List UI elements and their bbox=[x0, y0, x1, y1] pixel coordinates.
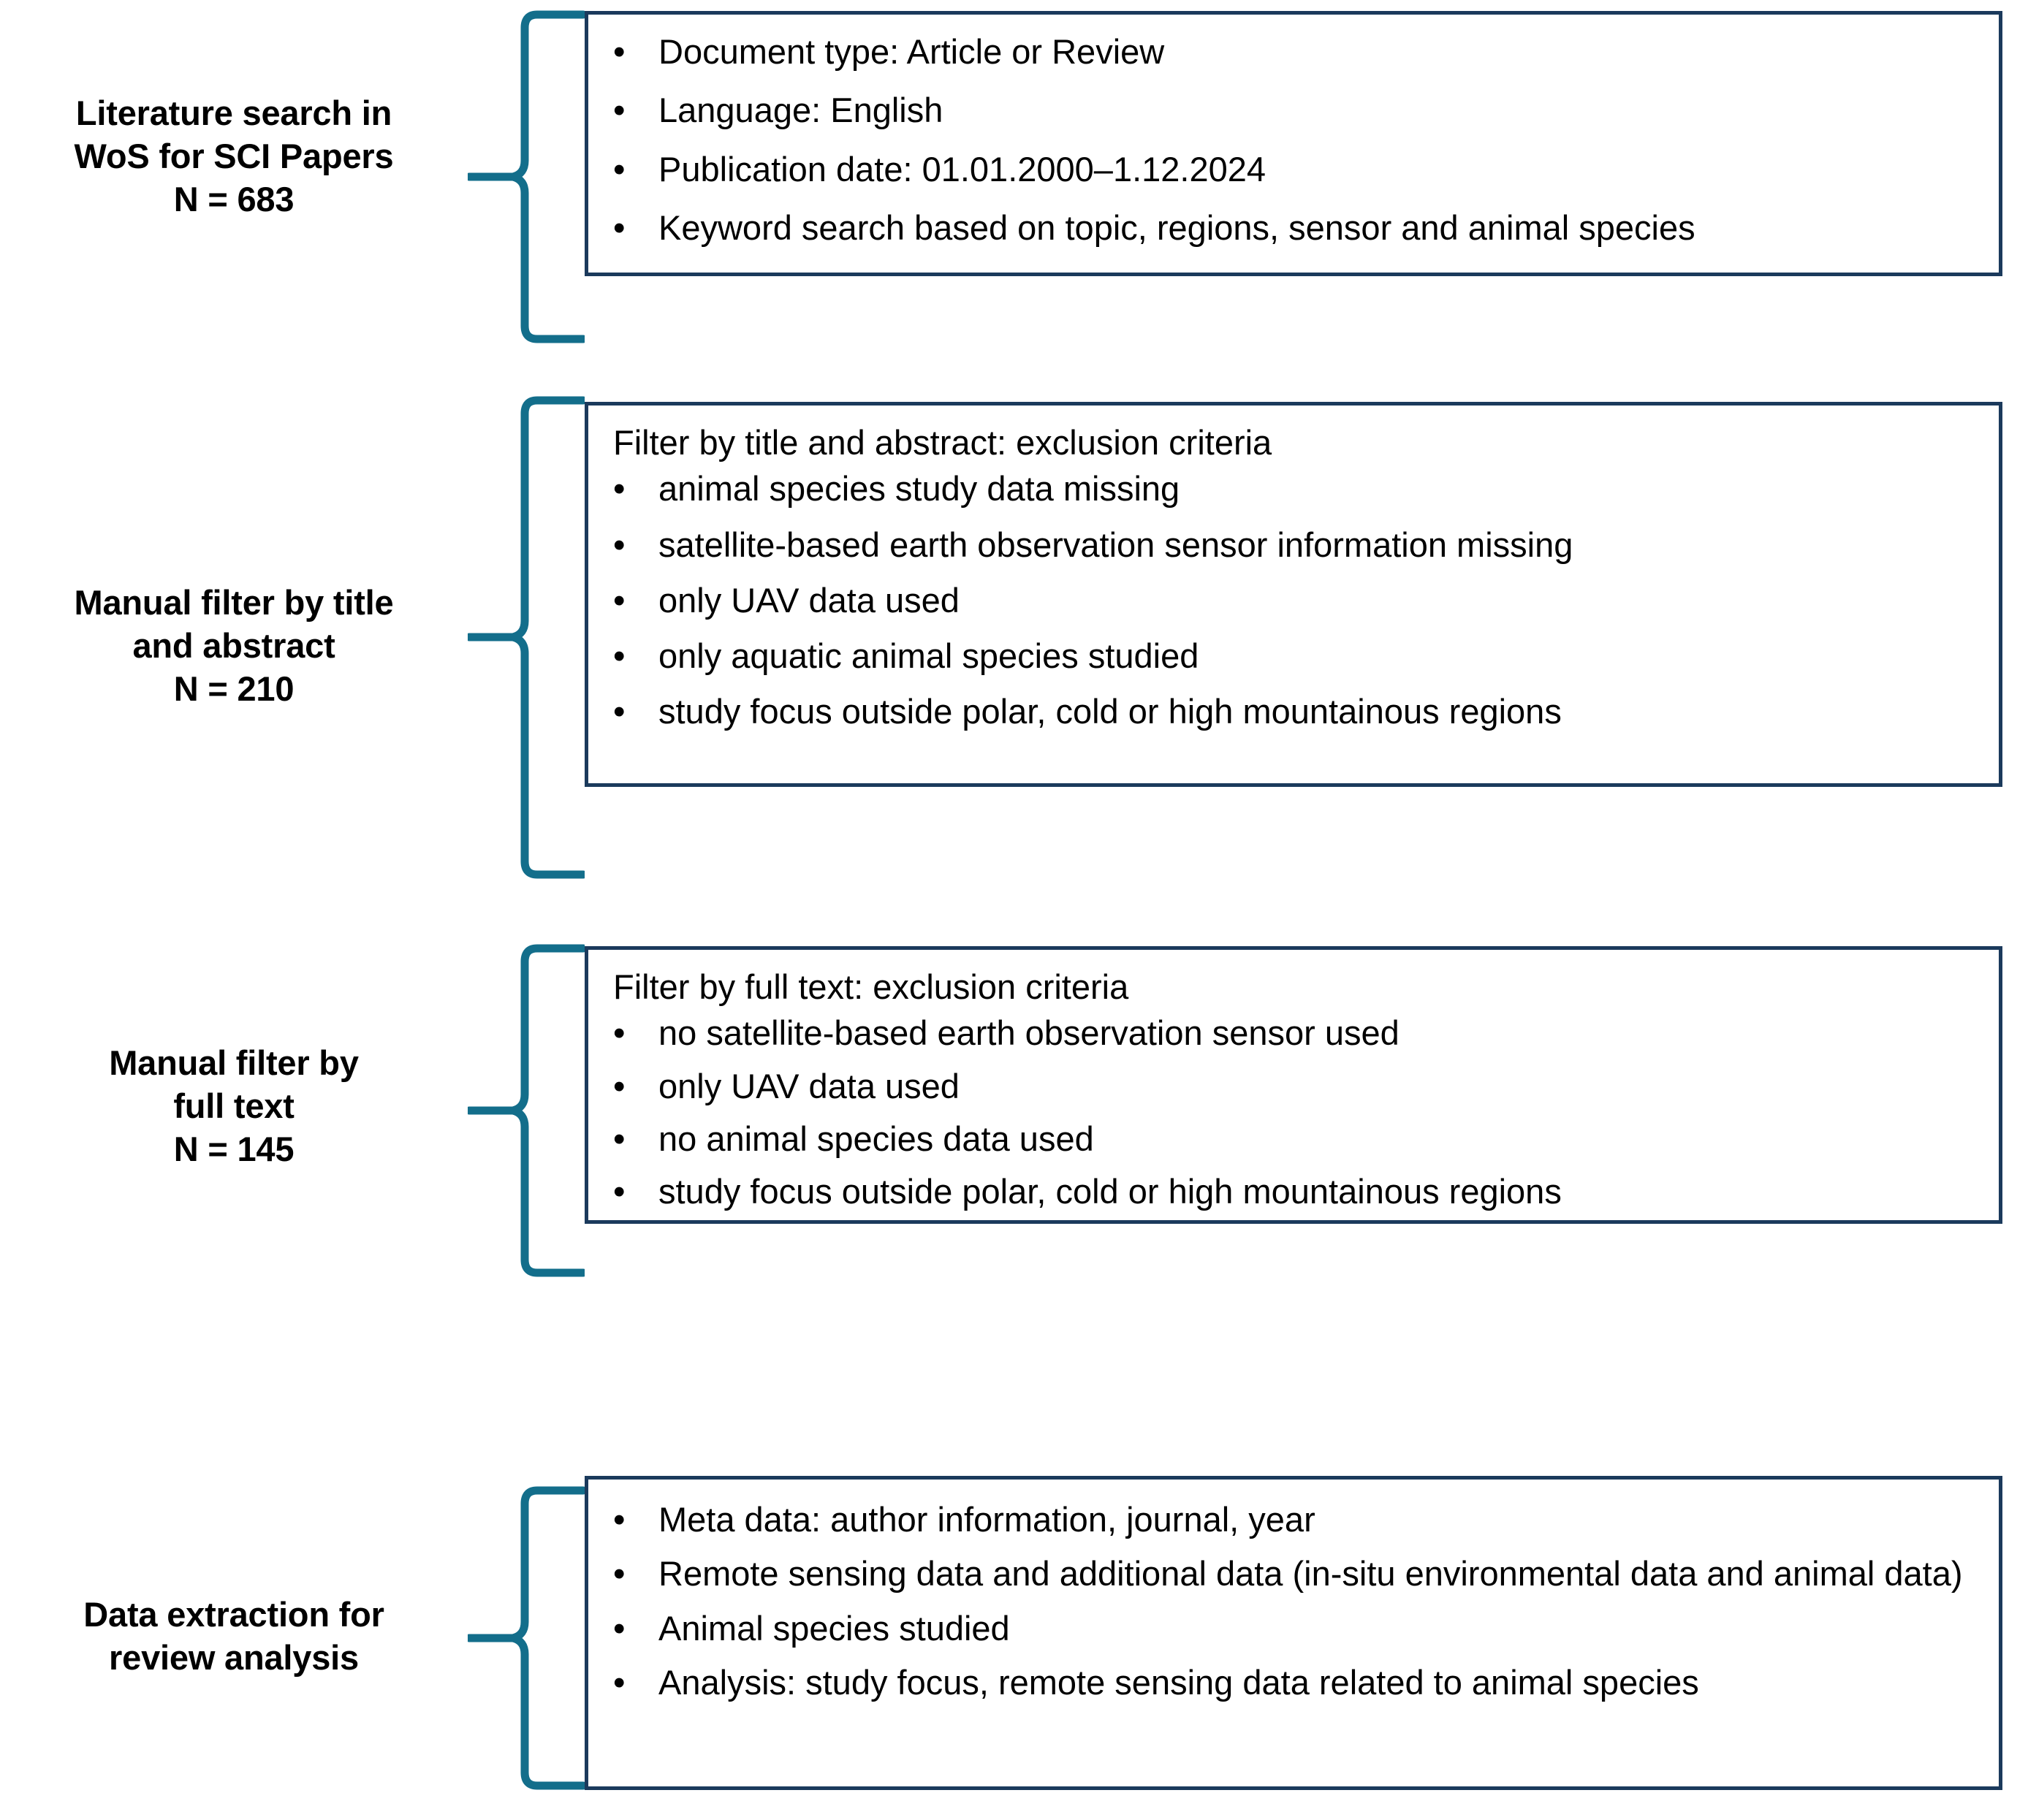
content-box-literature-search: • Document type: Article or Review • Langu… bbox=[585, 11, 2002, 276]
stage-label-manual-filter-title-abstract: Manual filter by title and abstract N = … bbox=[0, 581, 468, 711]
stage-label-line-2: full text bbox=[173, 1086, 295, 1126]
curly-brace-connector-3 bbox=[468, 943, 585, 1279]
list-item-text: Animal species studied bbox=[658, 1608, 1010, 1648]
list-item-text: satellite-based earth observation sensor… bbox=[658, 525, 1573, 564]
list-item: • only UAV data used bbox=[588, 579, 1984, 622]
list-item: • Keyword search based on topic, regions,… bbox=[588, 207, 1984, 249]
criteria-list-full-text: • no satellite-based earth observation se… bbox=[588, 1012, 1984, 1213]
bullet-dot-icon: • bbox=[613, 1066, 626, 1105]
list-item-text: Meta data: author information, journal, … bbox=[658, 1500, 1315, 1539]
bullet-dot-icon: • bbox=[613, 1500, 626, 1539]
stage-label-line-1: Manual filter by title bbox=[74, 583, 394, 622]
list-item: • study focus outside polar, cold or high… bbox=[588, 690, 1984, 733]
list-item-text: Publication date: 01.01.2000–1.12.2024 bbox=[658, 149, 1266, 189]
bullet-dot-icon: • bbox=[613, 149, 626, 189]
bullet-dot-icon: • bbox=[613, 32, 626, 71]
list-item-text: Document type: Article or Review bbox=[658, 32, 1165, 71]
list-item: • Language: English bbox=[588, 89, 1984, 132]
list-item-text: only UAV data used bbox=[658, 580, 960, 620]
list-item-text: animal species study data missing bbox=[658, 469, 1180, 509]
bullet-dot-icon: • bbox=[613, 1608, 626, 1648]
criteria-list-literature-search: • Document type: Article or Review • Langu… bbox=[588, 31, 1984, 249]
list-item: • only aquatic animal species studied bbox=[588, 635, 1984, 677]
list-item-text: study focus outside polar, cold or high … bbox=[658, 1172, 1562, 1211]
curly-brace-connector-2 bbox=[468, 395, 585, 880]
bullet-dot-icon: • bbox=[613, 1013, 626, 1053]
stage-label-line-2: and abstract bbox=[132, 626, 335, 666]
criteria-list-title-abstract: • animal species study data missing • sate… bbox=[588, 468, 1984, 733]
list-item: • Remote sensing data and additional data… bbox=[588, 1553, 1984, 1595]
bullet-dot-icon: • bbox=[613, 91, 626, 130]
list-item-text: Remote sensing data and additional data … bbox=[658, 1554, 1963, 1594]
bullet-dot-icon: • bbox=[613, 1554, 626, 1594]
list-item: • no animal species data used bbox=[588, 1118, 1984, 1160]
bullet-dot-icon: • bbox=[613, 207, 626, 247]
stage-label-data-extraction: Data extraction for review analysis bbox=[0, 1593, 468, 1679]
content-box-data-extraction: • Meta data: author information, journal,… bbox=[585, 1476, 2002, 1790]
bullet-dot-icon: • bbox=[613, 580, 626, 620]
box-heading-title-abstract: Filter by title and abstract: exclusion … bbox=[613, 423, 1272, 462]
list-item-text: only UAV data used bbox=[658, 1066, 960, 1105]
bullet-dot-icon: • bbox=[613, 1119, 626, 1158]
bullet-dot-icon: • bbox=[613, 1662, 626, 1702]
list-item: • Animal species studied bbox=[588, 1607, 1984, 1650]
list-item: • study focus outside polar, cold or high… bbox=[588, 1170, 1984, 1213]
bullet-dot-icon: • bbox=[613, 692, 626, 731]
list-item-text: Language: English bbox=[658, 91, 943, 130]
content-box-manual-filter-title-abstract: Filter by title and abstract: exclusion … bbox=[585, 402, 2002, 787]
content-box-manual-filter-full-text: Filter by full text: exclusion criteria … bbox=[585, 946, 2002, 1224]
stage-label-line-1: Manual filter by bbox=[109, 1043, 359, 1082]
list-item-text: no satellite-based earth observation sen… bbox=[658, 1013, 1400, 1053]
bullet-dot-icon: • bbox=[613, 469, 626, 509]
list-item-text: Analysis: study focus, remote sensing da… bbox=[658, 1662, 1699, 1702]
list-item: • no satellite-based earth observation se… bbox=[588, 1012, 1984, 1054]
box-heading-full-text: Filter by full text: exclusion criteria bbox=[613, 967, 1129, 1006]
list-item: • animal species study data missing bbox=[588, 468, 1984, 510]
stage-label-count: N = 210 bbox=[173, 669, 295, 709]
bullet-dot-icon: • bbox=[613, 636, 626, 676]
list-item-text: study focus outside polar, cold or high … bbox=[658, 692, 1562, 731]
stage-label-manual-filter-full-text: Manual filter by full text N = 145 bbox=[0, 1041, 468, 1171]
stage-label-literature-search: Literature search in WoS for SCI Papers … bbox=[0, 91, 468, 221]
list-item-text: no animal species data used bbox=[658, 1119, 1094, 1158]
list-item: • Publication date: 01.01.2000–1.12.2024 bbox=[588, 148, 1984, 191]
bullet-dot-icon: • bbox=[613, 1172, 626, 1211]
stage-label-count: N = 683 bbox=[173, 180, 295, 219]
list-item: • satellite-based earth observation senso… bbox=[588, 524, 1984, 566]
stage-label-count: N = 145 bbox=[173, 1130, 295, 1169]
list-item: • Document type: Article or Review bbox=[588, 31, 1984, 73]
list-item-text: Keyword search based on topic, regions, … bbox=[658, 207, 1695, 247]
list-item-text: only aquatic animal species studied bbox=[658, 636, 1199, 676]
stage-label-line-2: WoS for SCI Papers bbox=[74, 137, 394, 176]
list-item: • only UAV data used bbox=[588, 1065, 1984, 1108]
bullet-dot-icon: • bbox=[613, 525, 626, 564]
list-item: • Meta data: author information, journal,… bbox=[588, 1499, 1984, 1541]
stage-label-line-2: review analysis bbox=[109, 1638, 359, 1678]
list-item: • Analysis: study focus, remote sensing d… bbox=[588, 1661, 1984, 1704]
curly-brace-connector-4 bbox=[468, 1485, 585, 1792]
criteria-list-data-extraction: • Meta data: author information, journal,… bbox=[588, 1499, 1984, 1704]
stage-label-line-1: Literature search in bbox=[75, 94, 392, 132]
stage-label-line-1: Data extraction for bbox=[83, 1595, 384, 1634]
curly-brace-connector-1 bbox=[468, 9, 585, 345]
